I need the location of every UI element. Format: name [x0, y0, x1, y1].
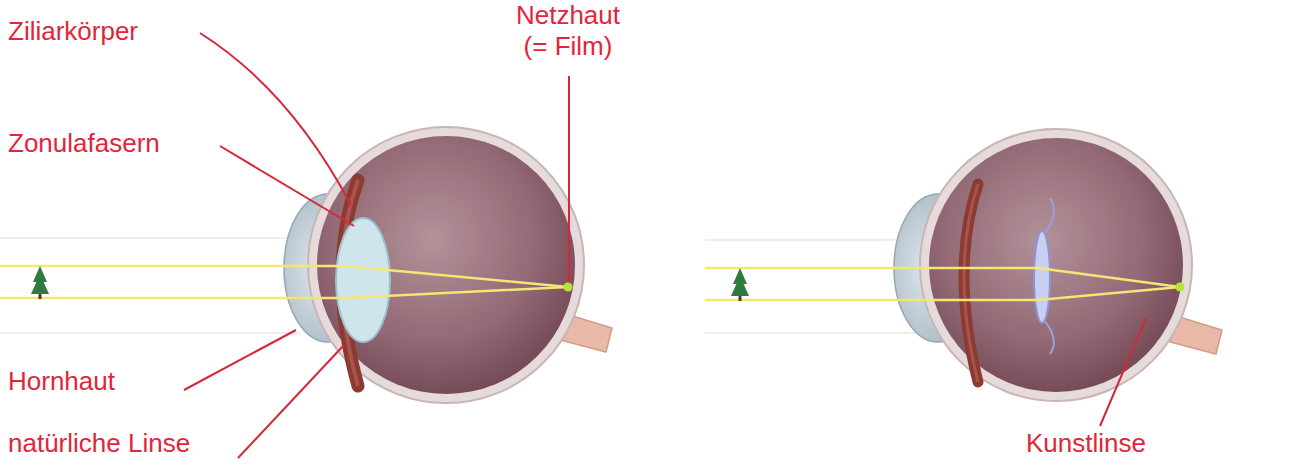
- leader-lines: [184, 33, 1146, 458]
- part-label: natürliche Linse: [8, 428, 190, 459]
- part-label: Ziliarkörper: [8, 16, 138, 47]
- eye-natural: [0, 127, 612, 403]
- eye-artificial-lens: [705, 129, 1222, 401]
- part-label: Zonulafasern: [8, 128, 160, 159]
- part-label: Netzhaut (= Film): [502, 0, 634, 62]
- part-label: Kunstlinse: [1026, 428, 1146, 459]
- part-label: Hornhaut: [8, 366, 115, 397]
